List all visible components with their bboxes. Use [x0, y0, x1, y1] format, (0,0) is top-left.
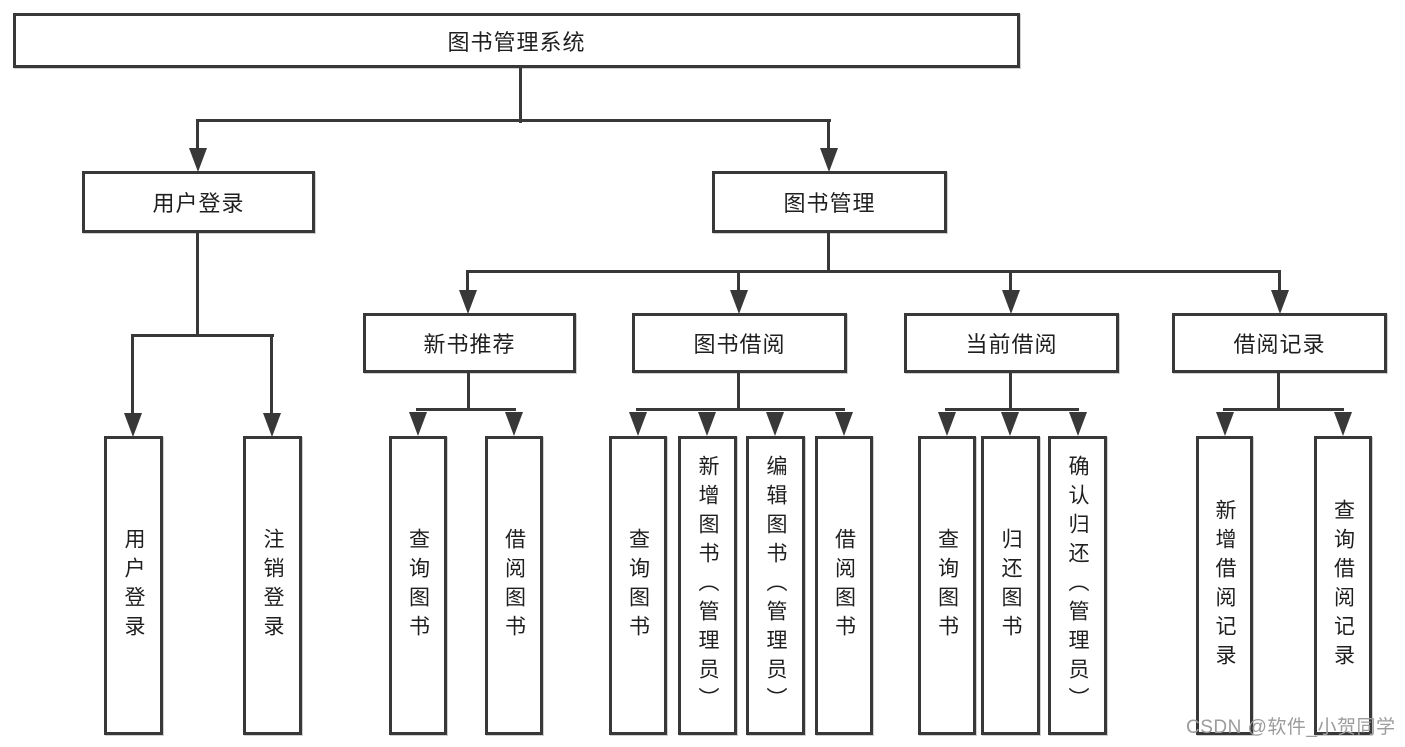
leaf-edit-book-admin: 编辑图书（管理员） — [746, 436, 805, 735]
connector-bar-borrow-record — [1223, 408, 1344, 411]
arrow-down-icon — [766, 412, 784, 436]
connector-bar-root — [197, 119, 831, 122]
leaf-return-book-label: 归还图书 — [999, 527, 1022, 644]
leaf-query-book-2: 查询图书 — [609, 436, 667, 735]
arrow-down-icon — [124, 413, 142, 437]
node-book-management-label: 图书管理 — [783, 191, 876, 216]
leaf-add-borrow-record-label: 新增借阅记录 — [1213, 498, 1236, 673]
leaf-borrow-book-1-label: 借阅图书 — [502, 527, 526, 644]
leaf-borrow-book-2: 借阅图书 — [815, 436, 873, 735]
arrow-shaft — [131, 334, 134, 414]
leaf-query-book-1-label: 查询图书 — [406, 527, 430, 644]
node-book-management-system: 图书管理系统 — [13, 13, 1020, 68]
connector-stem-book-borrow — [737, 373, 740, 411]
node-user-login-label: 用户登录 — [152, 191, 245, 216]
arrow-down-icon — [698, 412, 716, 436]
leaf-query-borrow-record-label: 查询借阅记录 — [1331, 498, 1355, 673]
arrow-down-icon — [629, 412, 647, 436]
arrow-down-icon — [1216, 412, 1234, 436]
connector-stem-current-borrow — [1009, 373, 1012, 411]
leaf-edit-book-admin-label: 编辑图书（管理员） — [764, 455, 787, 716]
arrow-shaft — [1009, 270, 1012, 292]
arrow-down-icon — [505, 412, 523, 436]
arrow-shaft — [1278, 270, 1281, 292]
arrow-down-icon — [459, 290, 477, 314]
leaf-add-borrow-record: 新增借阅记录 — [1196, 436, 1253, 735]
arrow-down-icon — [730, 290, 748, 314]
node-borrow-record-label: 借阅记录 — [1233, 332, 1326, 357]
leaf-query-book-3: 查询图书 — [918, 436, 976, 735]
leaf-query-book-2-label: 查询图书 — [626, 527, 650, 644]
leaf-add-book-admin: 新增图书（管理员） — [678, 436, 737, 735]
arrow-shaft — [737, 270, 740, 292]
leaf-query-book-1: 查询图书 — [389, 436, 447, 735]
connector-bar-new-book-recommend — [416, 408, 516, 411]
connector-stem-borrow-record — [1277, 373, 1280, 411]
arrow-shaft — [827, 119, 830, 151]
node-book-borrow: 图书借阅 — [632, 313, 847, 373]
arrow-down-icon — [938, 412, 956, 436]
arrow-down-icon — [263, 413, 281, 437]
connector-stem-book-management — [827, 233, 830, 273]
arrow-down-icon — [409, 412, 427, 436]
connector-bar-book-borrow — [636, 408, 845, 411]
node-user-login: 用户登录 — [82, 171, 315, 233]
connector-bar-user-login — [131, 334, 274, 337]
arrow-down-icon — [1271, 290, 1289, 314]
arrow-shaft — [196, 119, 199, 151]
connector-bar-book-management — [466, 270, 1281, 273]
node-book-management: 图书管理 — [712, 171, 947, 233]
node-current-borrow-label: 当前借阅 — [965, 332, 1058, 357]
csdn-watermark: CSDN @软件_小贺同学 — [1186, 717, 1396, 738]
leaf-borrow-book-1: 借阅图书 — [485, 436, 543, 735]
arrow-shaft — [466, 270, 469, 292]
leaf-borrow-book-2-label: 借阅图书 — [832, 527, 856, 644]
arrow-down-icon — [1334, 412, 1352, 436]
leaf-confirm-return-admin: 确认归还（管理员） — [1048, 436, 1107, 735]
connector-bar-current-borrow — [945, 408, 1079, 411]
arrow-down-icon — [1001, 412, 1019, 436]
arrow-down-icon — [189, 148, 207, 172]
leaf-logout-label: 注销登录 — [261, 527, 284, 644]
arrow-shaft — [270, 334, 273, 414]
node-current-borrow: 当前借阅 — [904, 313, 1119, 373]
leaf-return-book: 归还图书 — [981, 436, 1040, 735]
node-book-management-system-label: 图书管理系统 — [447, 29, 586, 55]
node-borrow-record: 借阅记录 — [1172, 313, 1387, 373]
node-new-book-recommend: 新书推荐 — [363, 313, 576, 373]
arrow-down-icon — [835, 412, 853, 436]
leaf-query-book-3-label: 查询图书 — [935, 527, 959, 644]
connector-stem-user-login — [196, 233, 199, 337]
leaf-query-borrow-record: 查询借阅记录 — [1314, 436, 1372, 735]
leaf-confirm-return-admin-label: 确认归还（管理员） — [1066, 455, 1089, 716]
leaf-logout: 注销登录 — [243, 436, 302, 735]
connector-stem-root — [519, 68, 522, 123]
node-new-book-recommend-label: 新书推荐 — [423, 332, 516, 357]
arrow-down-icon — [820, 148, 838, 172]
leaf-user-login: 用户登录 — [104, 436, 163, 735]
arrow-down-icon — [1002, 290, 1020, 314]
leaf-user-login-label: 用户登录 — [122, 527, 145, 644]
connector-stem-new-book-recommend — [467, 373, 470, 411]
leaf-add-book-admin-label: 新增图书（管理员） — [696, 455, 719, 716]
node-book-borrow-label: 图书借阅 — [693, 332, 786, 357]
arrow-down-icon — [1069, 412, 1087, 436]
